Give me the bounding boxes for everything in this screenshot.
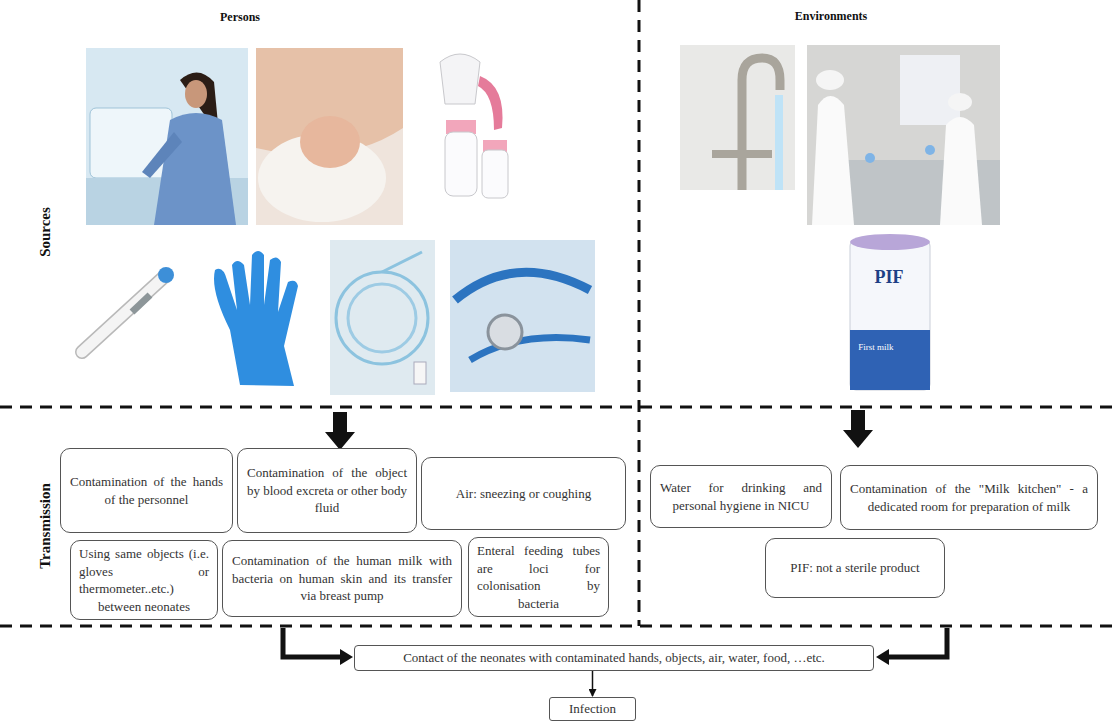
box-text: Infection bbox=[558, 700, 627, 718]
can-body bbox=[850, 240, 930, 390]
column-divider bbox=[638, 0, 641, 626]
stethoscope-tube bbox=[470, 338, 590, 361]
transmission-box: Contamination of the object by blood exc… bbox=[237, 448, 417, 533]
thermometer-outline bbox=[82, 276, 165, 352]
feeding-tube bbox=[382, 252, 422, 272]
baby-head bbox=[300, 116, 360, 168]
down-arrow bbox=[843, 410, 873, 448]
can-label-band bbox=[850, 330, 930, 390]
photo-ground bbox=[330, 240, 435, 395]
column-heading: Environments bbox=[795, 10, 867, 23]
box-text: Water for drinking and personal hygiene … bbox=[660, 479, 822, 514]
transmission-box: Water for drinking and personal hygiene … bbox=[650, 465, 832, 528]
worker-coat bbox=[812, 96, 854, 225]
box-text: Air: sneezing or coughing bbox=[431, 485, 616, 503]
box-text: Contamination of the object by blood exc… bbox=[247, 464, 407, 517]
product-label: First milk bbox=[858, 343, 893, 353]
product-label: PIF bbox=[875, 268, 904, 288]
box-text: Contact of the neonates with contaminate… bbox=[365, 649, 863, 667]
bent-arrow bbox=[888, 628, 947, 657]
box-text: Contamination of the "Milk kitchen" - a … bbox=[850, 480, 1088, 515]
transmission-box: Enteral feeding tubes are loci for colon… bbox=[468, 537, 609, 617]
stethoscope-tube bbox=[455, 272, 590, 300]
blue-glove bbox=[925, 145, 935, 155]
faucet-handles bbox=[712, 150, 772, 158]
row-heading: Sources bbox=[37, 207, 54, 257]
nurse-body bbox=[154, 113, 236, 225]
pump-bottle bbox=[445, 132, 477, 196]
box-text: Using same objects (i.e. gloves or therm… bbox=[79, 545, 209, 615]
glove bbox=[214, 251, 298, 386]
box-text: Contamination of the hands of the person… bbox=[70, 473, 223, 508]
transmission-box: Using same objects (i.e. gloves or therm… bbox=[70, 540, 218, 620]
nurse-arm bbox=[142, 132, 182, 178]
box-text: PIF: not a sterile product bbox=[775, 559, 935, 577]
transmission-box: Contamination of the "Milk kitchen" - a … bbox=[840, 465, 1098, 530]
hair-cap bbox=[816, 70, 844, 90]
tube-connector bbox=[414, 362, 426, 384]
flow-arrow bbox=[592, 671, 594, 696]
pump-handle bbox=[478, 76, 503, 130]
transmission-box: Contamination of the hands of the person… bbox=[60, 448, 233, 533]
photo-ground bbox=[450, 240, 595, 392]
transmission-box: Contamination of the human milk with bac… bbox=[222, 540, 462, 617]
faucet bbox=[742, 58, 780, 190]
photo-ground bbox=[680, 45, 795, 190]
can-lid bbox=[850, 234, 930, 250]
thermometer-display bbox=[132, 295, 150, 312]
row-heading: Transmission bbox=[37, 483, 54, 569]
hair-cap bbox=[948, 93, 972, 111]
contact-box: Contact of the neonates with contaminate… bbox=[354, 645, 874, 671]
down-arrow bbox=[325, 412, 355, 450]
photo-ground bbox=[256, 48, 403, 225]
transmission-box: Air: sneezing or coughing bbox=[421, 457, 626, 530]
blue-glove bbox=[865, 153, 875, 163]
photo-ground bbox=[807, 45, 1000, 225]
feeding-tube bbox=[336, 272, 428, 364]
arrow-head bbox=[876, 649, 889, 665]
box-text: Enteral feeding tubes are loci for colon… bbox=[477, 542, 600, 612]
arrow-head bbox=[340, 649, 353, 665]
window bbox=[900, 55, 960, 125]
pump-funnel bbox=[440, 54, 480, 104]
water-stream bbox=[775, 95, 783, 190]
box-text: Contamination of the human milk with bac… bbox=[232, 552, 452, 605]
chest-piece bbox=[488, 315, 522, 349]
feeding-bottle bbox=[482, 150, 508, 198]
transmission-box: PIF: not a sterile product bbox=[765, 538, 945, 598]
thermometer-body bbox=[82, 276, 165, 352]
thermometer-tip bbox=[158, 267, 174, 283]
incubator bbox=[90, 108, 172, 178]
bent-arrow bbox=[283, 628, 341, 657]
column-heading: Persons bbox=[220, 11, 260, 24]
feeding-tube bbox=[348, 284, 416, 352]
outcome-box: Infection bbox=[549, 697, 636, 721]
section-divider bbox=[0, 625, 1116, 628]
nurse-face bbox=[185, 80, 207, 108]
photo-ground bbox=[86, 48, 248, 225]
section-divider bbox=[0, 406, 1116, 409]
worker-coat bbox=[940, 117, 982, 225]
